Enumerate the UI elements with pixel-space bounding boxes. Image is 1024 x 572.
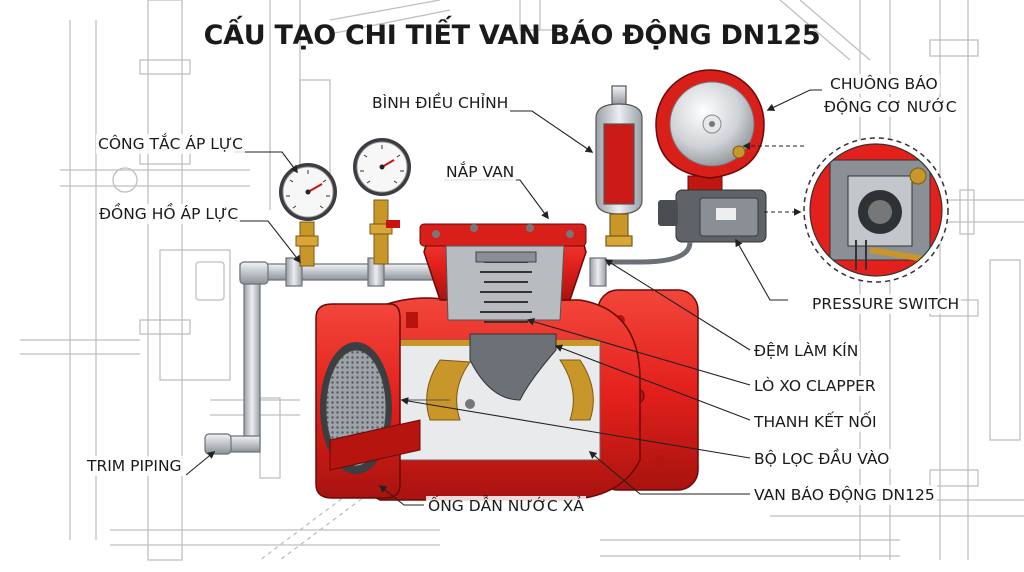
- label-clapper-spring: LÒ XO CLAPPER: [752, 376, 878, 396]
- label-pressure-switch-vn: CÔNG TẮC ÁP LỰC: [96, 134, 246, 154]
- label-trim-piping: TRIM PIPING: [85, 456, 184, 476]
- label-connecting-rod: THANH KẾT NỐI: [752, 412, 879, 432]
- pressure-gauge-right: [353, 138, 411, 265]
- label-seal: ĐỆM LÀM KÍN: [752, 341, 861, 361]
- label-gong-line1: CHUÔNG BÁO: [828, 74, 940, 94]
- pressure-switch-detail-inset: [803, 137, 949, 283]
- pressure-gauge-left: [279, 163, 337, 267]
- retard-chamber: [595, 85, 643, 247]
- label-pressure-switch: PRESSURE SWITCH: [810, 294, 962, 314]
- label-alarm-valve: VAN BÁO ĐỘNG DN125: [752, 485, 937, 505]
- label-pressure-gauge: ĐỒNG HỒ ÁP LỰC: [97, 204, 241, 224]
- label-valve-cover: NẮP VAN: [444, 162, 517, 182]
- label-inlet-strainer: BỘ LỌC ĐẦU VÀO: [752, 449, 892, 469]
- water-motor-gong: [655, 69, 765, 207]
- pressure-switch-unit: [606, 189, 767, 265]
- label-retard-chamber: BÌNH ĐIỀU CHỈNH: [370, 93, 511, 113]
- label-gong-line2: ĐỘNG CƠ NƯỚC: [822, 97, 959, 117]
- leader-lines: [185, 89, 822, 506]
- label-drain-pipe: ỐNG DẪN NƯỚC XẢ: [426, 496, 586, 516]
- diagram-title: CẤU TẠO CHI TIẾT VAN BÁO ĐỘNG DN125: [203, 20, 821, 51]
